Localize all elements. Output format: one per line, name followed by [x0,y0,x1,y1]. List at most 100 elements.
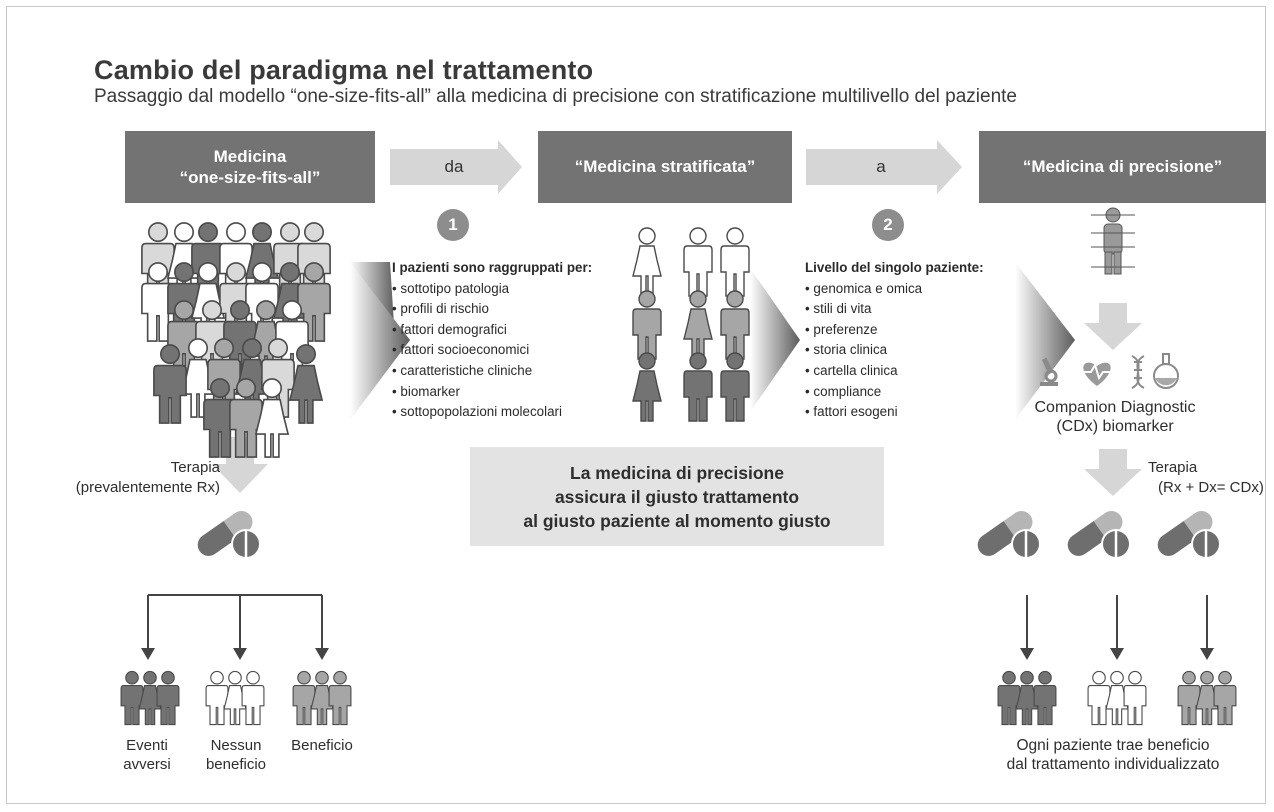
header-middle-label: “Medicina stratificata” [574,157,756,177]
outcome-none-line1: Nessun [210,737,262,754]
key-message-box: La medicina di precisione assicura il gi… [470,447,884,546]
key-message-line3: al giusto paziente al momento giusto [523,510,831,531]
outcome-patient-icon [205,670,229,726]
pill-icon [977,511,1041,559]
left-therapy-label: Terapia [120,458,220,477]
outcome-patient-icon [1123,670,1147,726]
step-one-badge: 1 [437,209,469,241]
outcome-patient-icon [1213,670,1237,726]
pill-icon [197,511,261,559]
right-therapy-line1: Terapia [1148,459,1198,476]
pill-icons [197,511,1221,559]
list-item: preferenze [805,320,984,341]
header-left-line1: Medicina [213,146,287,166]
stratified-patient-icon [683,227,713,297]
dna-icon [1131,355,1145,389]
final-message: Ogni paziente trae beneficio dal trattam… [960,736,1266,774]
arrow-da [390,140,522,194]
arrowhead-none [233,648,247,660]
stratified-patient-icon [683,352,713,422]
list-item: genomica e omica [805,279,984,300]
patient-level-list: Livello del singolo paziente: genomica e… [805,258,984,423]
arrow-to-label: a [876,157,886,176]
header-right-label: “Medicina di precisione” [1022,157,1223,177]
patient-icon [229,378,263,458]
page-title: Cambio del paradigma nel trattamento [94,55,594,85]
single-patient-icon [1091,207,1135,275]
patient-icon [153,344,187,424]
arrowhead-benefit [315,648,329,660]
outcome-patient-icon [1177,670,1201,726]
list-item: stili di vita [805,299,984,320]
cdx-line1: Companion Diagnostic [1034,399,1196,416]
pill-icon [1157,511,1221,559]
cdx-line2: (CDx) biomarker [1056,418,1174,435]
flask-icon [1153,353,1179,389]
outcome-patient-icon [156,670,180,726]
list-item: cartella clinica [805,361,984,382]
outcome-none-label: Nessun beneficio [196,736,276,774]
outcome-patient-icon [328,670,352,726]
chevron-mid [750,268,800,412]
outcome-adverse-line1: Eventi [126,737,168,754]
outcome-patient-icon [310,670,334,726]
stratified-patient-icon [683,290,713,360]
outcome-adverse-label: Eventi avversi [112,736,182,774]
outcome-patient-groups [120,670,1237,726]
left-therapy-line1: Terapia [170,459,220,476]
cdx-label: Companion Diagnostic (CDx) biomarker [1020,398,1210,436]
list-item: storia clinica [805,340,984,361]
key-message-line1: La medicina di precisione [570,462,784,483]
outcome-patient-icon [120,670,144,726]
list-item: caratteristiche cliniche [392,361,592,382]
step-two-badge: 2 [872,209,904,241]
key-message-line2: assicura il giusto trattamento [554,486,800,507]
list-item: biomarker [392,382,592,403]
chevron-left-tip [350,262,410,420]
outcome-patient-icon [1033,670,1057,726]
stratified-patients [632,227,750,422]
stratified-patient-icon [632,352,662,422]
patient-icon [254,378,290,458]
patient-crowd [141,222,331,458]
header-one-size-fits-all: Medicina “one-size-fits-all” [125,131,375,203]
outcome-patient-icon [292,670,316,726]
pill-icon [1067,511,1131,559]
stratified-patient-icon [632,227,662,297]
list-item: fattori socioeconomici [392,340,592,361]
final-message-line1: Ogni paziente trae beneficio [1016,737,1210,754]
outcome-patient-icon [138,670,162,726]
outcome-patient-icon [1087,670,1111,726]
stratified-patient-icon [632,290,662,360]
arrow-down-cdx [1084,303,1142,350]
arrow-from-label: da [444,157,464,176]
chevron-right [1015,262,1075,420]
left-therapy-sub: (prevalentemente Rx) [75,479,220,496]
arrow-down-therapy-right [1084,449,1142,496]
header-left-line2: “one-size-fits-all” [179,168,321,187]
outcome-adverse-line2: avversi [123,756,171,773]
arrowhead-adverse [141,648,155,660]
list-item: sottopopolazioni molecolari [392,402,592,423]
branch-lines [147,594,323,650]
microscope-icon [1040,357,1058,386]
outcome-patient-icon [997,670,1021,726]
heart-pulse-icon [1081,362,1113,386]
arrow-a [806,140,962,194]
header-precision: “Medicina di precisione” [979,131,1266,203]
grouping-criteria-list: I pazienti sono raggruppati per: sottoti… [392,258,592,423]
stratified-patient-icon [720,290,750,360]
list-item: fattori demografici [392,320,592,341]
list-item: profili di rischio [392,299,592,320]
stratified-patient-icon [720,352,750,422]
stratified-patient-icon [720,227,750,297]
outcome-benefit-label: Beneficio [291,737,353,754]
patient-icon [141,262,175,342]
grouping-criteria-heading: I pazienti sono raggruppati per: [392,260,593,275]
header-stratified: “Medicina stratificata” [538,131,792,203]
outcome-none-line2: beneficio [205,756,267,773]
outcome-patient-icon [241,670,265,726]
patient-level-heading: Livello del singolo paziente: [805,260,984,275]
patient-icon [288,344,324,424]
